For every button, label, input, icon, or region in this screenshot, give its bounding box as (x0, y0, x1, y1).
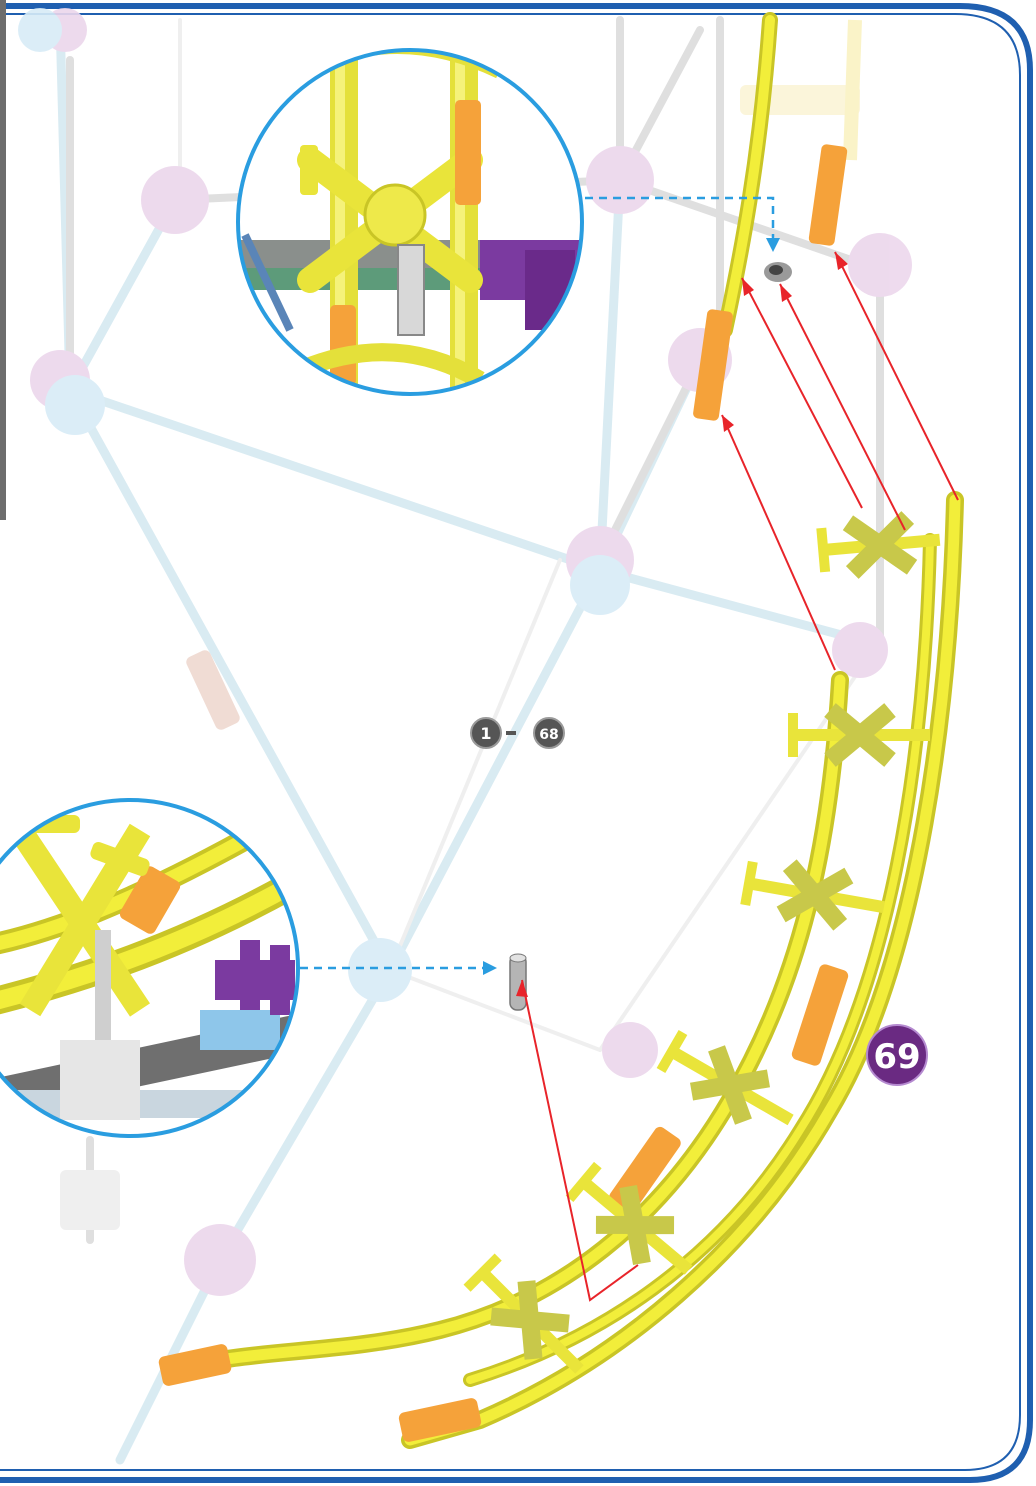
range-dash (506, 731, 516, 735)
assembly-guide-arrows (522, 252, 958, 1300)
step-number: 69 (873, 1037, 920, 1077)
range-end-number: 68 (539, 727, 558, 743)
zoom-callout-left (0, 800, 300, 1136)
attachment-pin-upper (764, 262, 792, 282)
zoom-callout-upper (238, 40, 582, 400)
attachment-pin-lower (510, 954, 526, 1010)
step-number-badge: 69 (867, 1025, 927, 1085)
range-start-number: 1 (480, 724, 491, 743)
